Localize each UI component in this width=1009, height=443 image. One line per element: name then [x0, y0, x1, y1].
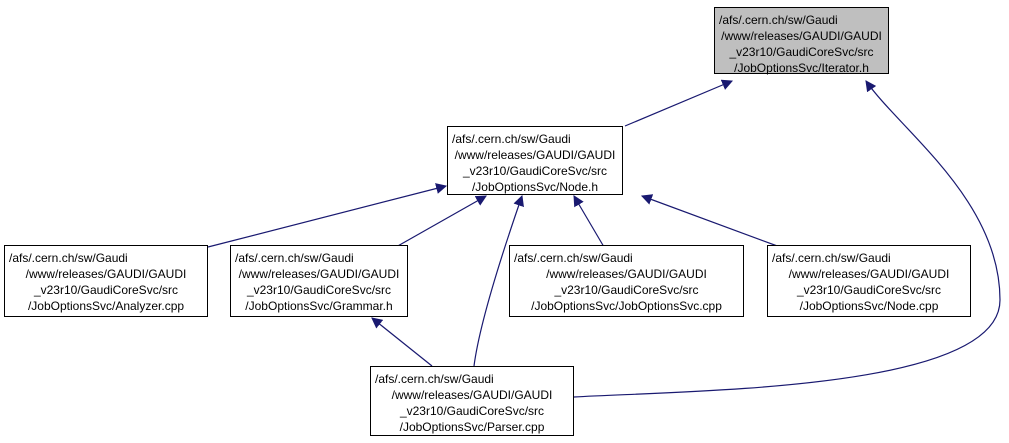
- node-analyzer-cpp[interactable]: /afs/.cern.ch/sw/Gaudi /www/releases/GAU…: [4, 245, 208, 317]
- node-grammar-h-line-1: /afs/.cern.ch/sw/Gaudi: [235, 251, 354, 265]
- node-node-h-line-4: /JobOptionsSvc/Node.h: [471, 180, 599, 194]
- node-iterator-h-line-1: /afs/.cern.ch/sw/Gaudi: [719, 13, 838, 27]
- node-parser-cpp-line-1: /afs/.cern.ch/sw/Gaudi: [375, 372, 494, 386]
- node-parser-cpp-line-2: /www/releases/GAUDI/GAUDI: [391, 388, 553, 402]
- node-node-cpp-line-2: /www/releases/GAUDI/GAUDI: [788, 267, 950, 281]
- node-iterator-h-line-3: _v23r10/GaudiCoreSvc/src: [729, 45, 874, 59]
- edge-node-cpp-to-node-h: [640, 194, 781, 248]
- node-parser-cpp-line-4: /JobOptionsSvc/Parser.cpp: [399, 420, 545, 434]
- node-analyzer-cpp-line-4: /JobOptionsSvc/Analyzer.cpp: [27, 299, 185, 313]
- edge-parser-to-grammar: [371, 317, 433, 367]
- node-parser-cpp-line-3: _v23r10/GaudiCoreSvc/src: [399, 404, 545, 418]
- node-joboptionssvc-cpp-line-4: /JobOptionsSvc/JobOptionsSvc.cpp: [531, 299, 722, 313]
- node-node-h-line-1: /afs/.cern.ch/sw/Gaudi: [452, 132, 571, 146]
- node-grammar-h-line-2: /www/releases/GAUDI/GAUDI: [238, 267, 400, 281]
- node-iterator-h-line-4: /JobOptionsSvc/Iterator.h: [734, 61, 869, 75]
- node-iterator-h: /afs/.cern.ch/sw/Gaudi /www/releases/GAU…: [714, 7, 889, 75]
- node-analyzer-cpp-line-3: _v23r10/GaudiCoreSvc/src: [33, 283, 179, 297]
- node-node-cpp-line-3: _v23r10/GaudiCoreSvc/src: [796, 283, 942, 297]
- edge-analyzer-to-node-h: [207, 183, 448, 248]
- node-node-h[interactable]: /afs/.cern.ch/sw/Gaudi /www/releases/GAU…: [447, 126, 623, 195]
- node-node-cpp-line-4: /JobOptionsSvc/Node.cpp: [799, 299, 939, 313]
- node-node-h-line-3: _v23r10/GaudiCoreSvc/src: [462, 164, 608, 178]
- node-node-cpp-line-1: /afs/.cern.ch/sw/Gaudi: [772, 251, 891, 265]
- node-joboptionssvc-cpp-line-1: /afs/.cern.ch/sw/Gaudi: [514, 251, 633, 265]
- node-node-h-line-2: /www/releases/GAUDI/GAUDI: [454, 148, 616, 162]
- edge-jobsvc-to-node-h: [573, 195, 605, 248]
- node-analyzer-cpp-line-2: /www/releases/GAUDI/GAUDI: [25, 267, 187, 281]
- node-joboptionssvc-cpp-line-3: _v23r10/GaudiCoreSvc/src: [554, 283, 699, 297]
- node-grammar-h-line-4: /JobOptionsSvc/Grammar.h: [245, 299, 393, 313]
- edge-node-h-to-iterator: [624, 79, 734, 127]
- node-grammar-h-line-3: _v23r10/GaudiCoreSvc/src: [246, 283, 392, 297]
- node-iterator-h-line-2: /www/releases/GAUDI/GAUDI: [721, 29, 882, 43]
- node-joboptionssvc-cpp[interactable]: /afs/.cern.ch/sw/Gaudi /www/releases/GAU…: [509, 245, 744, 317]
- node-grammar-h[interactable]: /afs/.cern.ch/sw/Gaudi /www/releases/GAU…: [230, 245, 408, 317]
- edge-parser-to-iterator: [573, 80, 1001, 398]
- node-joboptionssvc-cpp-line-2: /www/releases/GAUDI/GAUDI: [546, 267, 707, 281]
- edge-parser-to-node-h: [473, 194, 524, 367]
- node-parser-cpp[interactable]: /afs/.cern.ch/sw/Gaudi /www/releases/GAU…: [370, 366, 574, 436]
- node-analyzer-cpp-line-1: /afs/.cern.ch/sw/Gaudi: [9, 251, 128, 265]
- edge-grammar-to-node-h: [395, 195, 487, 248]
- node-node-cpp[interactable]: /afs/.cern.ch/sw/Gaudi /www/releases/GAU…: [767, 245, 971, 317]
